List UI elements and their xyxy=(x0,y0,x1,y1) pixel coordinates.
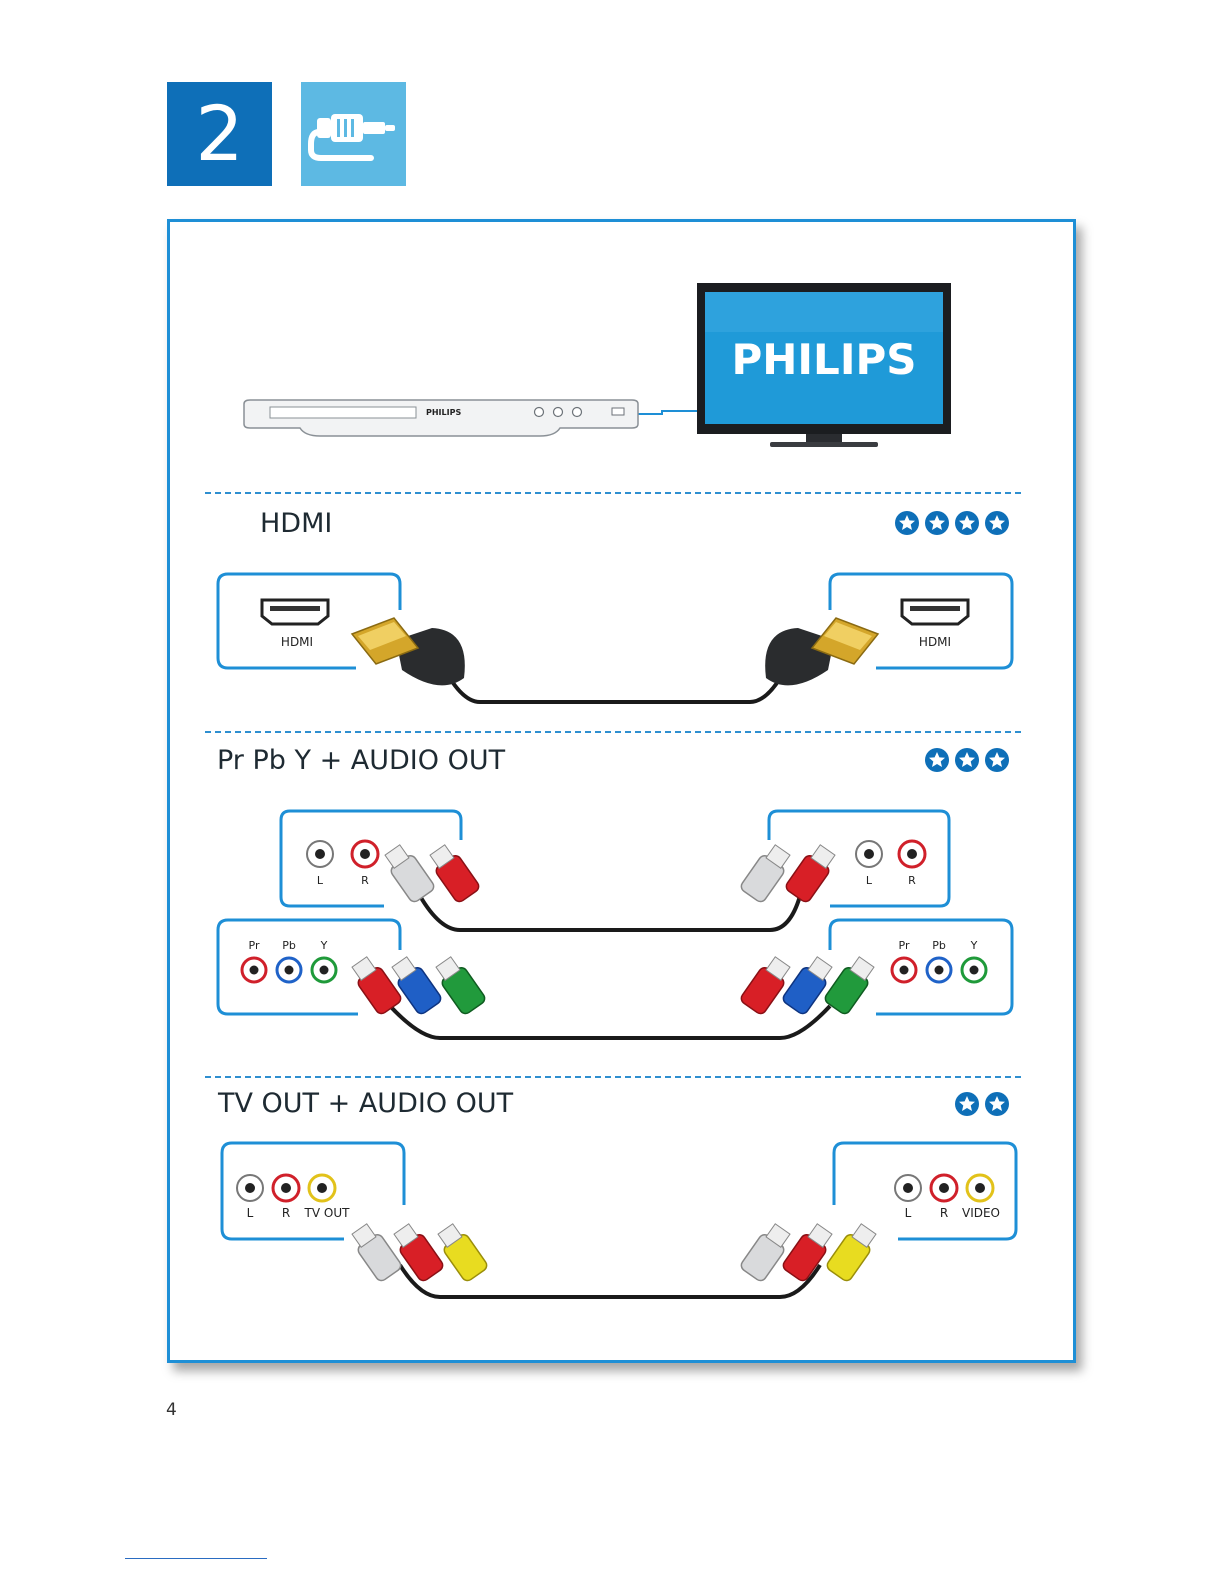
rca-plug-icon xyxy=(388,954,443,1016)
dvd-player-icon: PHILIPS xyxy=(244,400,638,436)
rca-jack-icon xyxy=(237,1175,263,1201)
audio-left-label: L xyxy=(866,874,873,887)
video-y-label: Y xyxy=(320,939,328,952)
section-title-component: Pr Pb Y + AUDIO OUT xyxy=(217,745,505,776)
audio-left-label: L xyxy=(317,874,324,887)
section-title-hdmi: HDMI xyxy=(260,508,332,539)
hdmi-right-label: HDMI xyxy=(919,635,951,649)
rca-plug-icon xyxy=(381,842,436,904)
quality-rating-composite xyxy=(955,1092,1009,1118)
tv-brand-label: PHILIPS xyxy=(732,335,917,384)
rca-plug-icon xyxy=(781,1221,836,1283)
composite-left-l-label: L xyxy=(247,1206,254,1220)
rca-jack-icon xyxy=(352,841,378,867)
star-icon xyxy=(955,1092,979,1116)
rca-plug-icon xyxy=(426,842,481,904)
hdmi-connection-diagram: HDMI HDMI xyxy=(0,560,1224,720)
rca-jack-icon xyxy=(927,958,951,982)
rca-jack-icon xyxy=(962,958,986,982)
rca-plug-icon xyxy=(348,954,403,1016)
composite-right-video-label: VIDEO xyxy=(962,1206,1000,1220)
player-brand-label: PHILIPS xyxy=(426,408,461,417)
rca-jack-icon xyxy=(312,958,336,982)
video-pr-label: Pr xyxy=(899,939,910,952)
rca-plug-icon xyxy=(432,954,487,1016)
audio-right-label: R xyxy=(908,874,916,887)
hdmi-plug-icon xyxy=(765,618,878,685)
section-divider xyxy=(205,1076,1021,1078)
component-connection-diagram: L R L R Pr Pb Y Pr Pb Y xyxy=(0,800,1224,1050)
audio-right-label: R xyxy=(361,874,369,887)
hdmi-port-icon xyxy=(262,600,328,624)
rca-plug-icon xyxy=(739,842,794,904)
page-number: 4 xyxy=(166,1400,177,1420)
hdmi-port-icon xyxy=(902,600,968,624)
rca-jack-icon xyxy=(856,841,882,867)
hdmi-left-label: HDMI xyxy=(281,635,313,649)
rca-jack-icon xyxy=(895,1175,921,1201)
footer-rule xyxy=(125,1558,267,1559)
hdmi-plug-icon xyxy=(352,618,465,685)
star-icon xyxy=(985,511,1009,535)
rca-plug-icon xyxy=(823,954,878,1016)
section-divider xyxy=(205,731,1021,733)
video-pr-label: Pr xyxy=(249,939,260,952)
star-icon xyxy=(955,511,979,535)
rca-jack-icon xyxy=(892,958,916,982)
rca-plug-icon xyxy=(784,842,839,904)
rca-plug-icon xyxy=(739,1221,794,1283)
composite-connection-diagram: L R TV OUT L R VIDEO xyxy=(0,1135,1224,1305)
composite-left-video-label: TV OUT xyxy=(304,1206,351,1220)
tv-icon: PHILIPS xyxy=(697,283,951,447)
section-title-composite: TV OUT + AUDIO OUT xyxy=(218,1088,513,1119)
quality-rating-component xyxy=(925,748,1009,774)
rca-jack-icon xyxy=(967,1175,993,1201)
video-pb-label: Pb xyxy=(282,939,296,952)
composite-right-l-label: L xyxy=(905,1206,912,1220)
rca-jack-icon xyxy=(273,1175,299,1201)
star-icon xyxy=(955,748,979,772)
rca-jack-icon xyxy=(277,958,301,982)
section-divider xyxy=(205,492,1021,494)
video-pb-label: Pb xyxy=(932,939,946,952)
rca-plug-icon xyxy=(348,1221,403,1283)
star-icon xyxy=(895,511,919,535)
composite-left-r-label: R xyxy=(282,1206,290,1220)
rca-jack-icon xyxy=(242,958,266,982)
rca-jack-icon xyxy=(931,1175,957,1201)
quality-rating-hdmi xyxy=(895,511,1009,537)
rca-jack-icon xyxy=(307,841,333,867)
star-icon xyxy=(985,748,1009,772)
rca-plug-icon xyxy=(825,1221,880,1283)
rca-jack-icon xyxy=(899,841,925,867)
star-icon xyxy=(925,748,949,772)
star-icon xyxy=(985,1092,1009,1116)
composite-right-r-label: R xyxy=(940,1206,948,1220)
rca-plug-icon xyxy=(739,954,794,1016)
overview-illustration: PHILIPS PHILIPS xyxy=(0,0,1224,480)
video-y-label: Y xyxy=(970,939,978,952)
rca-plug-icon xyxy=(434,1221,489,1283)
star-icon xyxy=(925,511,949,535)
rca-plug-icon xyxy=(390,1221,445,1283)
rca-jack-icon xyxy=(309,1175,335,1201)
